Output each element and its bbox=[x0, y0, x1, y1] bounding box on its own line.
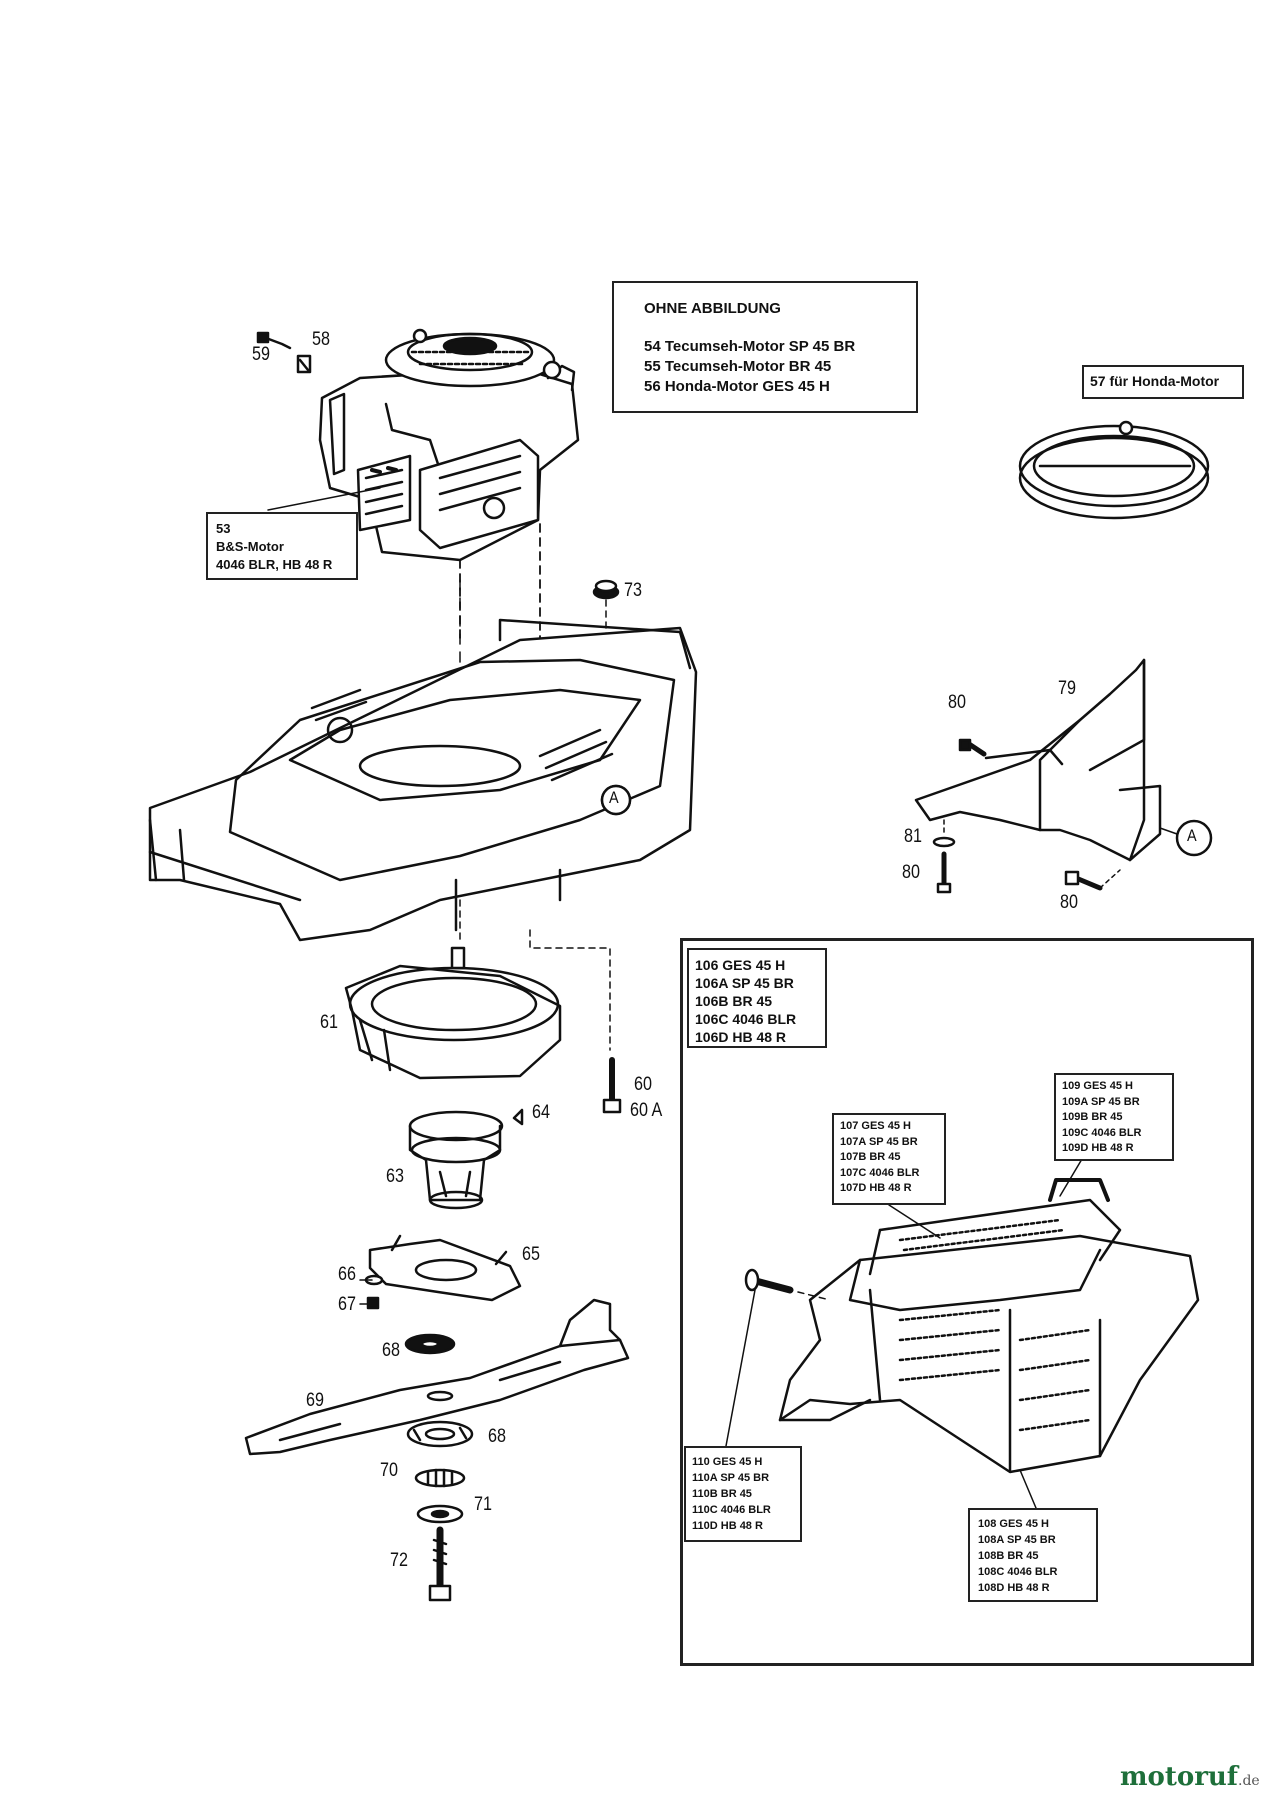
not-illustrated-line: 54 Tecumseh-Motor SP 45 BR bbox=[644, 338, 856, 355]
grass-catcher-drawing bbox=[778, 1178, 1200, 1474]
marker-a-deck bbox=[600, 784, 632, 816]
not-illustrated-line: 56 Honda-Motor GES 45 H bbox=[644, 378, 830, 395]
honda-ring-label-box: 57 für Honda-Motor bbox=[1082, 365, 1244, 399]
callout-60a: 60 A bbox=[630, 1100, 663, 1121]
box-line: 108D HB 48 R bbox=[978, 1582, 1050, 1594]
washer-81-and-screw-80 bbox=[932, 819, 956, 894]
rear-flap-79 bbox=[914, 658, 1162, 862]
hinge-pin-110 bbox=[744, 1268, 831, 1301]
honda-ring-label: 57 für Honda-Motor bbox=[1090, 373, 1220, 389]
callout-80-upper: 80 bbox=[948, 692, 966, 713]
callout-71: 71 bbox=[474, 1494, 492, 1515]
box-line: 109B BR 45 bbox=[1062, 1111, 1123, 1123]
honda-adapter-ring bbox=[1018, 420, 1210, 520]
box-line: 109C 4046 BLR bbox=[1062, 1126, 1142, 1139]
box-line: 109 GES 45 H bbox=[1062, 1080, 1133, 1092]
callout-68-upper: 68 bbox=[382, 1340, 400, 1361]
watermark-logo: motoruf.de bbox=[1120, 1762, 1260, 1792]
callout-63: 63 bbox=[386, 1166, 404, 1187]
callout-73: 73 bbox=[624, 580, 642, 601]
callout-a-flap: A bbox=[1187, 826, 1197, 845]
box-line: 108 GES 45 H bbox=[978, 1518, 1049, 1530]
box-line: 107B BR 45 bbox=[840, 1151, 901, 1163]
engine-label-line: 53 bbox=[216, 521, 231, 536]
watermark-tld: .de bbox=[1238, 1773, 1260, 1789]
callout-72: 72 bbox=[390, 1550, 408, 1571]
callout-58: 58 bbox=[312, 329, 330, 350]
nut-73 bbox=[592, 579, 620, 641]
callout-70: 70 bbox=[380, 1460, 398, 1481]
box-line: 108B BR 45 bbox=[978, 1550, 1039, 1562]
callout-61: 61 bbox=[320, 1012, 338, 1033]
washer-68-upper bbox=[404, 1333, 456, 1355]
callout-60: 60 bbox=[634, 1074, 652, 1095]
box-line: 107A SP 45 BR bbox=[840, 1135, 918, 1148]
box-line: 108C 4046 BLR bbox=[978, 1566, 1058, 1578]
engine-label-line: B&S-Motor bbox=[216, 539, 284, 554]
box-line: 110B BR 45 bbox=[692, 1488, 752, 1500]
not-illustrated-parts-box: OHNE ABBILDUNG 54 Tecumseh-Motor SP 45 B… bbox=[612, 281, 918, 413]
blade-bolt-72 bbox=[428, 1526, 452, 1602]
engine-drawing bbox=[318, 328, 580, 562]
washers-66-67 bbox=[364, 1274, 384, 1310]
callout-59: 59 bbox=[252, 344, 270, 365]
callout-64: 64 bbox=[532, 1102, 550, 1123]
box-line: 108A SP 45 BR bbox=[978, 1534, 1056, 1546]
catcher-bottom-108-box: 108 GES 45 H 108A SP 45 BR 108B BR 45 10… bbox=[968, 1508, 1098, 1602]
not-illustrated-title: OHNE ABBILDUNG bbox=[644, 300, 781, 317]
bolt-60 bbox=[602, 1057, 622, 1114]
hinge-pin-110-box: 110 GES 45 H 110A SP 45 BR 110B BR 45 11… bbox=[684, 1446, 802, 1542]
catcher-handle-109-box: 109 GES 45 H 109A SP 45 BR 109B BR 45 10… bbox=[1054, 1073, 1174, 1161]
box-line: 107C 4046 BLR bbox=[840, 1166, 920, 1179]
callout-81: 81 bbox=[904, 826, 922, 847]
box-line: 107 GES 45 H bbox=[840, 1120, 911, 1132]
box-line: 110D HB 48 R bbox=[692, 1520, 763, 1532]
watermark-brand: motoruf bbox=[1120, 1762, 1238, 1792]
not-illustrated-line: 55 Tecumseh-Motor BR 45 bbox=[644, 358, 832, 375]
box-line: 107D HB 48 R bbox=[840, 1182, 912, 1194]
callout-a-deck: A bbox=[609, 788, 619, 807]
catcher-top-107-box: 107 GES 45 H 107A SP 45 BR 107B BR 45 10… bbox=[832, 1113, 946, 1205]
box-line: 109A SP 45 BR bbox=[1062, 1095, 1140, 1108]
catcher-assembly-106-box: 106 GES 45 H 106A SP 45 BR 106B BR 45 10… bbox=[687, 948, 827, 1048]
cutting-blade-69 bbox=[244, 1298, 630, 1456]
callout-67: 67 bbox=[338, 1294, 356, 1315]
callout-68-lower: 68 bbox=[488, 1426, 506, 1447]
box-line: 106 GES 45 H bbox=[695, 957, 786, 973]
box-line: 110 GES 45 H bbox=[692, 1456, 763, 1468]
box-line: 106A SP 45 BR bbox=[695, 975, 794, 991]
box-line: 106C 4046 BLR bbox=[695, 1011, 797, 1027]
fan-housing-61 bbox=[344, 946, 562, 1080]
callout-80-middle: 80 bbox=[902, 862, 920, 883]
box-line: 106B BR 45 bbox=[695, 993, 773, 1009]
screw-80-upper bbox=[958, 738, 987, 757]
callout-66: 66 bbox=[338, 1264, 356, 1285]
screw-80-lower bbox=[1064, 869, 1121, 891]
grass-catcher-frame bbox=[680, 938, 1254, 1666]
box-line: 109D HB 48 R bbox=[1062, 1142, 1134, 1154]
box-line: 110A SP 45 BR bbox=[692, 1472, 770, 1484]
lock-washer-71 bbox=[416, 1504, 464, 1524]
callout-65: 65 bbox=[522, 1244, 540, 1265]
callout-80-lower: 80 bbox=[1060, 892, 1078, 913]
screw-59-and-washer-58 bbox=[256, 331, 312, 374]
mower-deck-drawing bbox=[148, 618, 698, 942]
callout-79: 79 bbox=[1058, 678, 1076, 699]
spacer-70 bbox=[414, 1468, 466, 1488]
box-line: 110C 4046 BLR bbox=[692, 1504, 771, 1516]
pulley-63 bbox=[408, 1108, 524, 1210]
engine-label-line: 4046 BLR, HB 48 R bbox=[216, 557, 333, 572]
marker-a-flap bbox=[1175, 819, 1213, 857]
box-line: 106D HB 48 R bbox=[695, 1029, 787, 1045]
engine-label-box: 53 B&S-Motor 4046 BLR, HB 48 R bbox=[206, 512, 358, 580]
washer-68-lower bbox=[406, 1420, 474, 1448]
blade-adapter-65 bbox=[368, 1234, 522, 1302]
callout-69: 69 bbox=[306, 1390, 324, 1411]
